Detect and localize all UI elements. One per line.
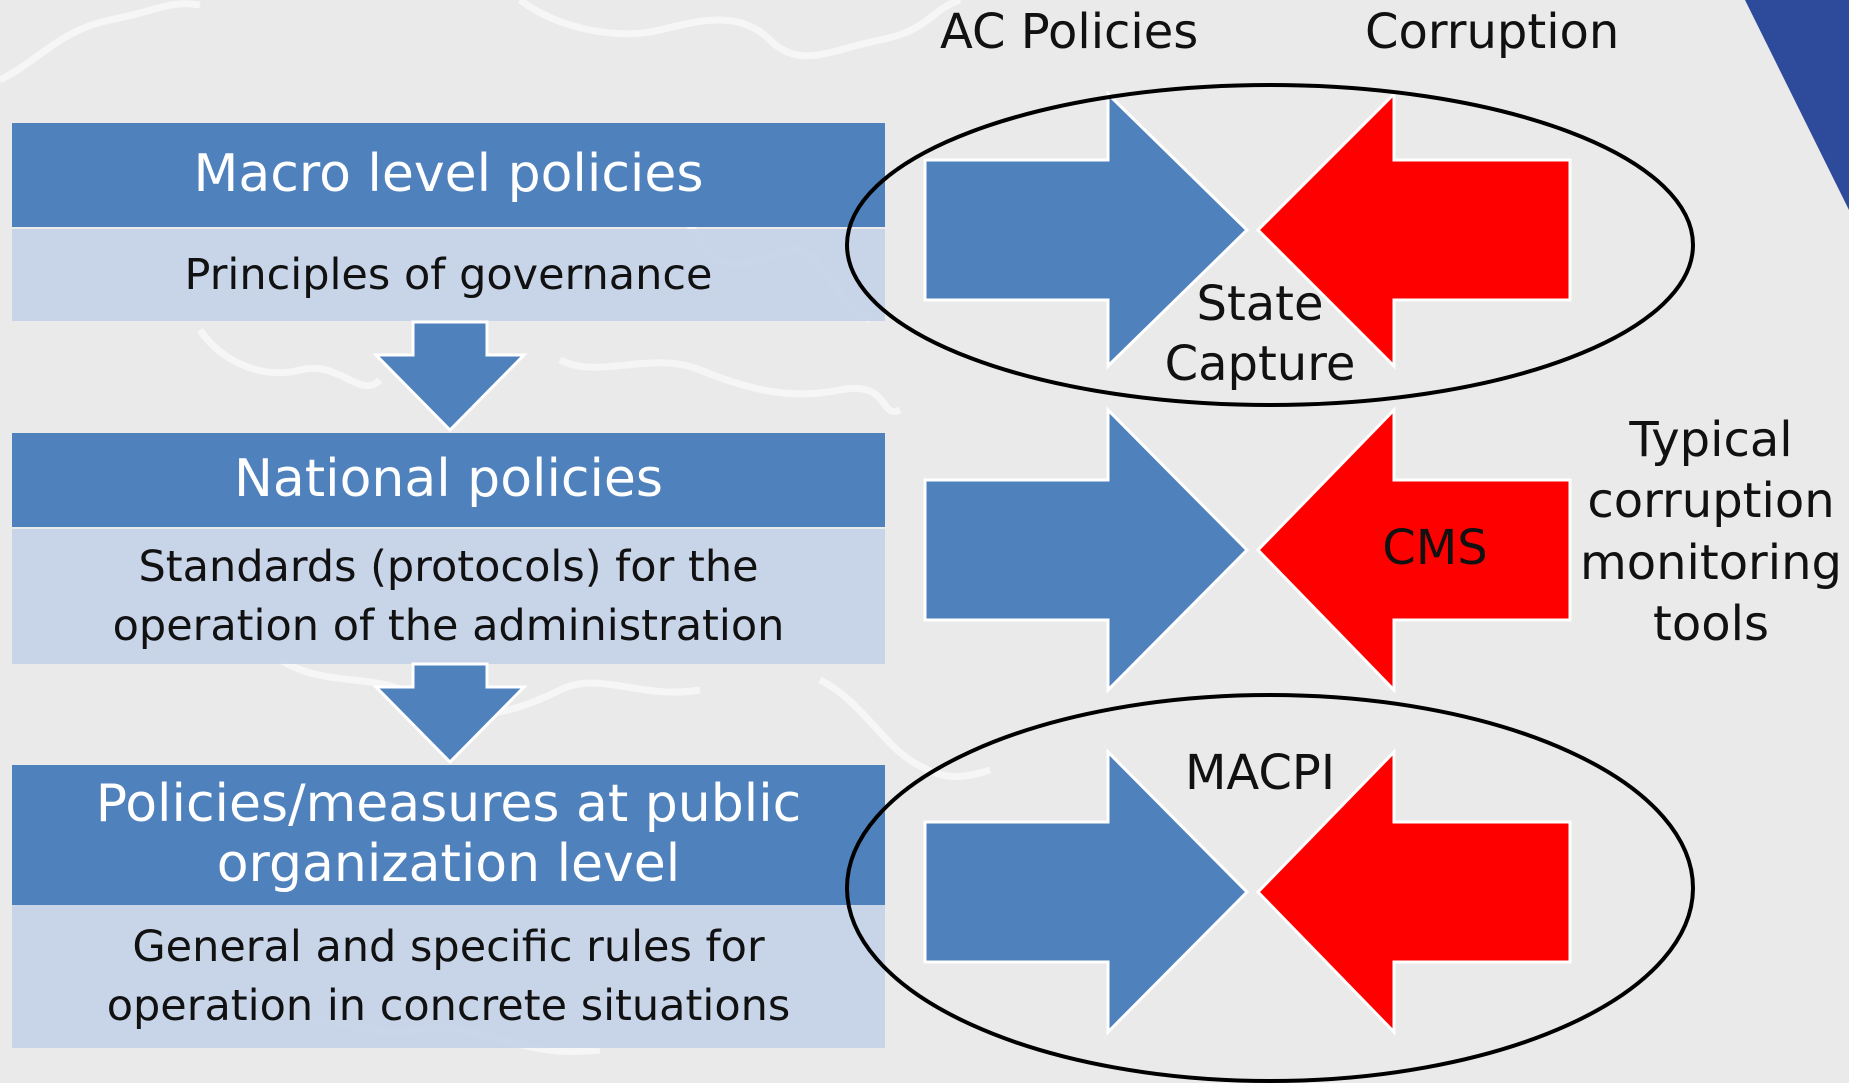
- corruption-arrow-row-1: [1255, 90, 1572, 370]
- ac-policy-arrow-row-1: [923, 90, 1250, 370]
- ac-policy-arrow-row-2: [923, 406, 1250, 694]
- down-arrow-2: [372, 662, 528, 765]
- row-2-label: CMS: [1382, 520, 1488, 576]
- side-note-monitoring-tools: Typical corruption monitoring tools: [1579, 412, 1843, 653]
- row-1-label: State Capture: [1164, 276, 1356, 392]
- down-arrow-1: [372, 320, 528, 433]
- column-header-corruption: Corruption: [1365, 4, 1620, 60]
- ellipse-macpi: [845, 693, 1695, 1083]
- level-3-description: General and specific rules for operation…: [12, 905, 885, 1048]
- row-3-label: MACPI: [1184, 745, 1336, 801]
- corruption-arrow-row-2: [1255, 406, 1572, 694]
- level-3-title: Policies/measures at public organization…: [12, 765, 885, 905]
- level-1-title: Macro level policies: [12, 123, 885, 227]
- corruption-arrow-row-3: [1255, 748, 1572, 1036]
- level-2-title: National policies: [12, 433, 885, 527]
- column-header-ac-policies: AC Policies: [940, 4, 1199, 60]
- level-2-description: Standards (protocols) for the operation …: [12, 529, 885, 664]
- ac-policy-arrow-row-3: [923, 748, 1250, 1036]
- ellipse-state-capture: [845, 83, 1695, 407]
- corner-accent: [1745, 0, 1849, 210]
- level-1-description: Principles of governance: [12, 229, 885, 321]
